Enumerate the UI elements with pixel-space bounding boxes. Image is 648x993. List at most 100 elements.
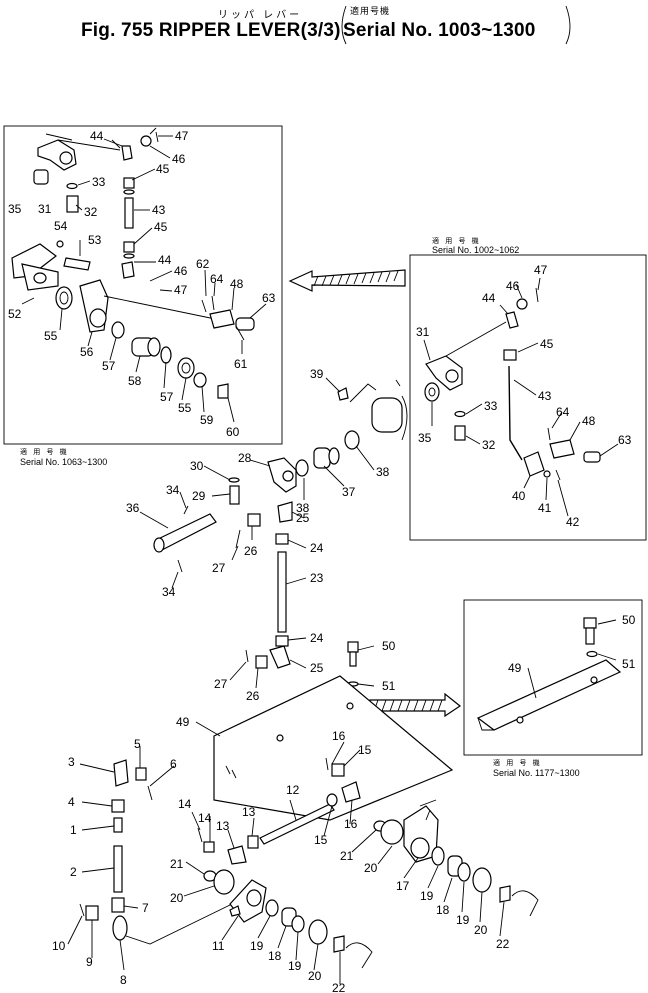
callout: 28 [238,451,252,465]
callout: 46 [506,279,520,293]
callout: 46 [174,264,188,278]
callout: 22 [496,937,510,951]
callout: 13 [216,819,230,833]
callout: 36 [126,501,140,515]
callout: 58 [128,374,142,388]
callout: 19 [420,889,434,903]
callout: 34 [162,585,176,599]
callout: 18 [436,903,450,917]
callout-numbers: 44 47 46 33 45 35 31 32 43 54 53 45 44 4… [8,129,636,993]
bottom-right-inset-serial: Serial No. 1177~1300 [493,768,580,778]
callout: 20 [170,891,184,905]
callout: 40 [512,489,526,503]
callout: 27 [214,677,228,691]
callout: 57 [102,359,116,373]
bottom-right-inset-applicable-label: 適 用 号 機 [493,759,542,767]
callout: 24 [310,541,324,555]
callout: 45 [154,220,168,234]
callout: 48 [230,277,244,291]
callout: 44 [158,253,172,267]
callout: 50 [382,639,396,653]
callout: 43 [538,389,552,403]
callout: 64 [556,405,570,419]
bottom-right-inset-frame [463,599,643,756]
callout: 19 [288,959,302,973]
callout: 45 [156,162,170,176]
callout: 62 [196,257,210,271]
applicable-label: 適用号機 [350,7,391,17]
callout: 14 [198,811,212,825]
callout: 50 [622,613,636,627]
callout: 35 [8,202,22,216]
callout: 44 [90,129,104,143]
callout: 15 [358,743,372,757]
callout: 35 [418,431,432,445]
callout: 57 [160,390,174,404]
callout: 24 [310,631,324,645]
serial-range: Serial No. 1003~1300 [343,20,536,41]
callout: 16 [332,729,346,743]
callout: 17 [396,879,410,893]
callout: 32 [84,205,98,219]
callout: 29 [192,489,206,503]
right-inset-parts [424,287,601,481]
callout: 59 [200,413,214,427]
callout: 11 [212,939,225,953]
callout: 25 [296,511,310,525]
callout: 13 [242,805,256,819]
callout: 19 [456,913,470,927]
callout: 41 [538,501,552,515]
callout: 52 [8,307,22,321]
callout: 49 [508,661,522,675]
callout: 1 [70,823,77,837]
callout: 10 [52,939,66,953]
callout: 20 [364,861,378,875]
callout: 43 [152,203,166,217]
callout: 26 [244,544,258,558]
kana-title: リッパ レバー [218,10,303,21]
callout: 33 [92,175,106,189]
leader-lines [21,135,619,984]
right-inset-frame [409,254,647,541]
callout: 14 [178,797,192,811]
bracket-right [565,5,571,45]
callout: 33 [484,399,498,413]
callout: 21 [340,849,354,863]
callout: 55 [44,329,58,343]
callout: 44 [482,291,496,305]
callout: 25 [310,661,324,675]
callout: 47 [534,263,548,277]
left-inset-parts [11,127,255,399]
callout: 30 [190,459,204,473]
left-inset-serial: Serial No. 1063~1300 [20,457,108,467]
figure-title: Fig. 755 RIPPER LEVER(3/3) [81,20,341,41]
callout: 31 [38,202,52,216]
callout: 6 [170,757,177,771]
callout: 53 [88,233,102,247]
callout: 20 [474,923,488,937]
bottom-right-inset-parts [476,617,622,731]
callout: 26 [246,689,260,703]
callout: 49 [176,715,190,729]
callout: 23 [310,571,324,585]
left-inset-applicable-label: 適 用 号 機 [20,448,69,456]
callout: 51 [382,679,396,693]
callout: 16 [344,817,358,831]
callout: 21 [170,857,184,871]
callout: 63 [262,291,276,305]
callout: 22 [332,981,346,993]
callout: 3 [68,755,75,769]
bracket-left [341,5,347,45]
callout: 45 [540,337,554,351]
callout: 47 [175,129,189,143]
callout: 60 [226,425,240,439]
callout: 55 [178,401,192,415]
callout: 42 [566,515,580,529]
callout: 64 [210,272,224,286]
callout: 20 [308,969,322,983]
callout: 38 [376,465,390,479]
callout: 32 [482,438,496,452]
callout: 34 [166,483,180,497]
